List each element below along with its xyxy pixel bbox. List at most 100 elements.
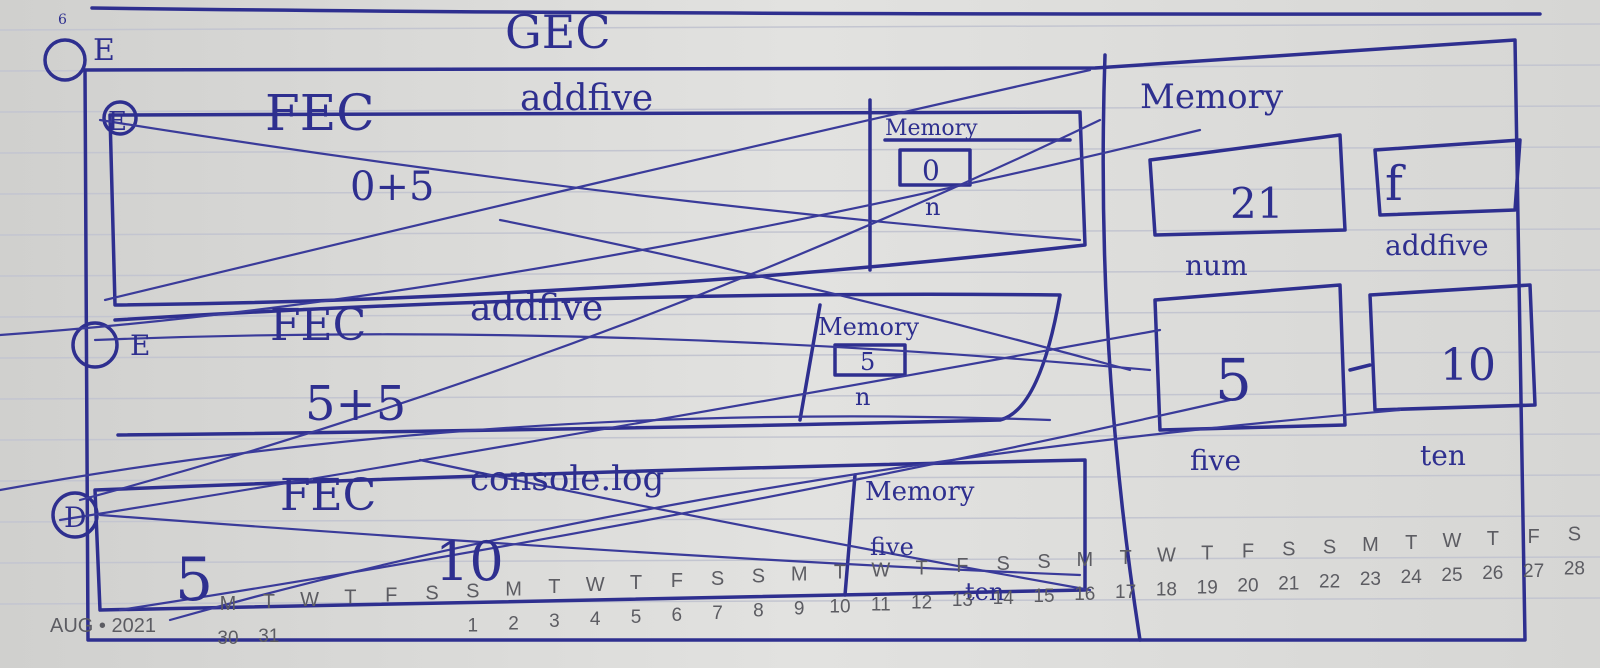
calendar-day-number: 7 [712, 603, 723, 624]
rule-line [0, 556, 1600, 564]
crossout-strokes [0, 68, 1402, 622]
calendar-day-number: 8 [753, 601, 764, 622]
fec-3-mem-line2: ten [965, 578, 1004, 606]
fec-1-expr: 0+5 [350, 164, 434, 210]
calendar-day-number: 31 [258, 626, 279, 647]
calendar-day-letter: S [466, 580, 479, 602]
ink-labels: GEC E 6 Memory 21 num f addfive 5 five 1… [58, 5, 1496, 615]
calendar-day-letter: S [1282, 538, 1295, 560]
global-addfive-label: addfive [1385, 229, 1489, 262]
calendar-day-letter: S [997, 553, 1010, 575]
global-num-label: num [1185, 249, 1248, 282]
calendar-day-letter: T [548, 576, 560, 598]
global-ten-box [1368, 283, 1537, 412]
five-ten-link [1348, 363, 1372, 372]
rule-line [0, 105, 1600, 113]
top-marker: E [93, 33, 115, 68]
fec-box-1 [108, 110, 1087, 307]
rule-line [0, 474, 1600, 482]
fec-1-mem-var: n [925, 193, 940, 221]
calendar-day-letter: T [915, 557, 927, 579]
rule-line [0, 146, 1600, 154]
calendar-day-number: 15 [1033, 586, 1054, 607]
calendar-day-number: 19 [1197, 578, 1218, 599]
fec-3-memory-title: Memory [865, 477, 975, 507]
fec-3-mem-line1: five [870, 533, 914, 561]
fec-1-mem-value: 0 [922, 154, 940, 187]
gec-label: GEC [505, 5, 611, 59]
global-memory-divider [1101, 53, 1142, 642]
calendar-day-letter: S [1568, 524, 1581, 546]
calendar-day-letter: F [671, 570, 683, 592]
calendar-day-number: 3 [549, 611, 560, 632]
fec-2-expr: 5+5 [305, 376, 406, 432]
rule-line [0, 392, 1600, 400]
calendar-day-letter: S [1037, 551, 1050, 573]
calendar-day-number: 28 [1564, 559, 1585, 580]
page-number: 6 [58, 12, 67, 28]
calendar-day-number: 18 [1156, 580, 1177, 601]
calendar-day-letter: W [300, 589, 319, 611]
calendar-day-number: 4 [590, 609, 601, 630]
fec-2-memory-cell [833, 343, 907, 377]
global-five-box [1153, 283, 1347, 432]
calendar-day-letter: T [630, 572, 642, 594]
calendar-day-number: 25 [1441, 565, 1462, 586]
fec-1-marker-circle [102, 100, 138, 136]
fec-2-memory-divider [798, 303, 822, 422]
calendar-day-number: 24 [1401, 567, 1423, 588]
rule-line [0, 187, 1600, 195]
calendar-day-number: 30 [217, 628, 238, 649]
fec-2-marker: E [130, 329, 150, 362]
global-num-value: 21 [1230, 179, 1283, 228]
rule-line [0, 351, 1600, 359]
calendar-day-number: 22 [1319, 571, 1340, 592]
calendar-day-number: 17 [1115, 582, 1136, 603]
fec-3-memory-divider [843, 473, 857, 597]
calendar-day-letter: S [752, 566, 765, 588]
calendar-day-letter: W [1157, 545, 1176, 567]
calendar-day-letter: T [1405, 532, 1417, 554]
fec-3-title: FEC [280, 470, 376, 521]
fec-2-mem-var: n [855, 383, 870, 411]
fec-2-fn: addfive [470, 288, 603, 329]
calendar-day-letter: W [871, 559, 890, 581]
calendar-day-number: 20 [1237, 576, 1258, 597]
calendar-day-letter: M [505, 578, 522, 600]
calendar-day-number: 9 [794, 599, 805, 620]
calendar-day-number: 21 [1278, 573, 1299, 594]
global-memory-title: Memory [1140, 77, 1284, 117]
fec-box-2 [113, 292, 1062, 437]
calendar-day-letter: T [1119, 547, 1131, 569]
fec-1-marker: E [108, 107, 127, 137]
fec-3-expr-right: 10 [435, 530, 504, 593]
calendar-day-letter: W [586, 574, 605, 596]
calendar-day-letter: S [711, 568, 724, 590]
top-marker-circle [43, 38, 87, 82]
calendar-day-number: 1 [468, 615, 479, 636]
calendar-day-letter: T [263, 591, 275, 613]
fec-2-marker-circle [71, 321, 119, 369]
global-five-label: five [1190, 444, 1241, 477]
calendar-day-number: 2 [508, 613, 519, 634]
rule-line [0, 433, 1600, 441]
global-addfive-box [1373, 138, 1522, 217]
fec-1-title: FEC [265, 84, 374, 142]
fec-1-memory-title: Memory [885, 116, 978, 141]
calendar-day-letter: S [425, 583, 438, 605]
fec-3-expr-left: 5 [175, 545, 213, 615]
calendar-day-number: 14 [993, 588, 1015, 609]
calendar-month-label: AUG • 2021 [50, 615, 156, 637]
calendar-day-letter: F [385, 585, 397, 607]
calendar-day-letter: S [1323, 536, 1336, 558]
calendar-day-letter: T [1201, 543, 1213, 565]
calendar-day-letter: T [834, 562, 846, 584]
calendar-day-letter: T [1487, 528, 1499, 550]
fec-1-memory-cell [898, 148, 972, 187]
rule-line [0, 23, 1600, 31]
calendar-day-letter: M [220, 593, 237, 615]
rule-line [0, 597, 1600, 605]
calendar-day-number: 27 [1523, 561, 1544, 582]
rule-line [0, 310, 1600, 318]
